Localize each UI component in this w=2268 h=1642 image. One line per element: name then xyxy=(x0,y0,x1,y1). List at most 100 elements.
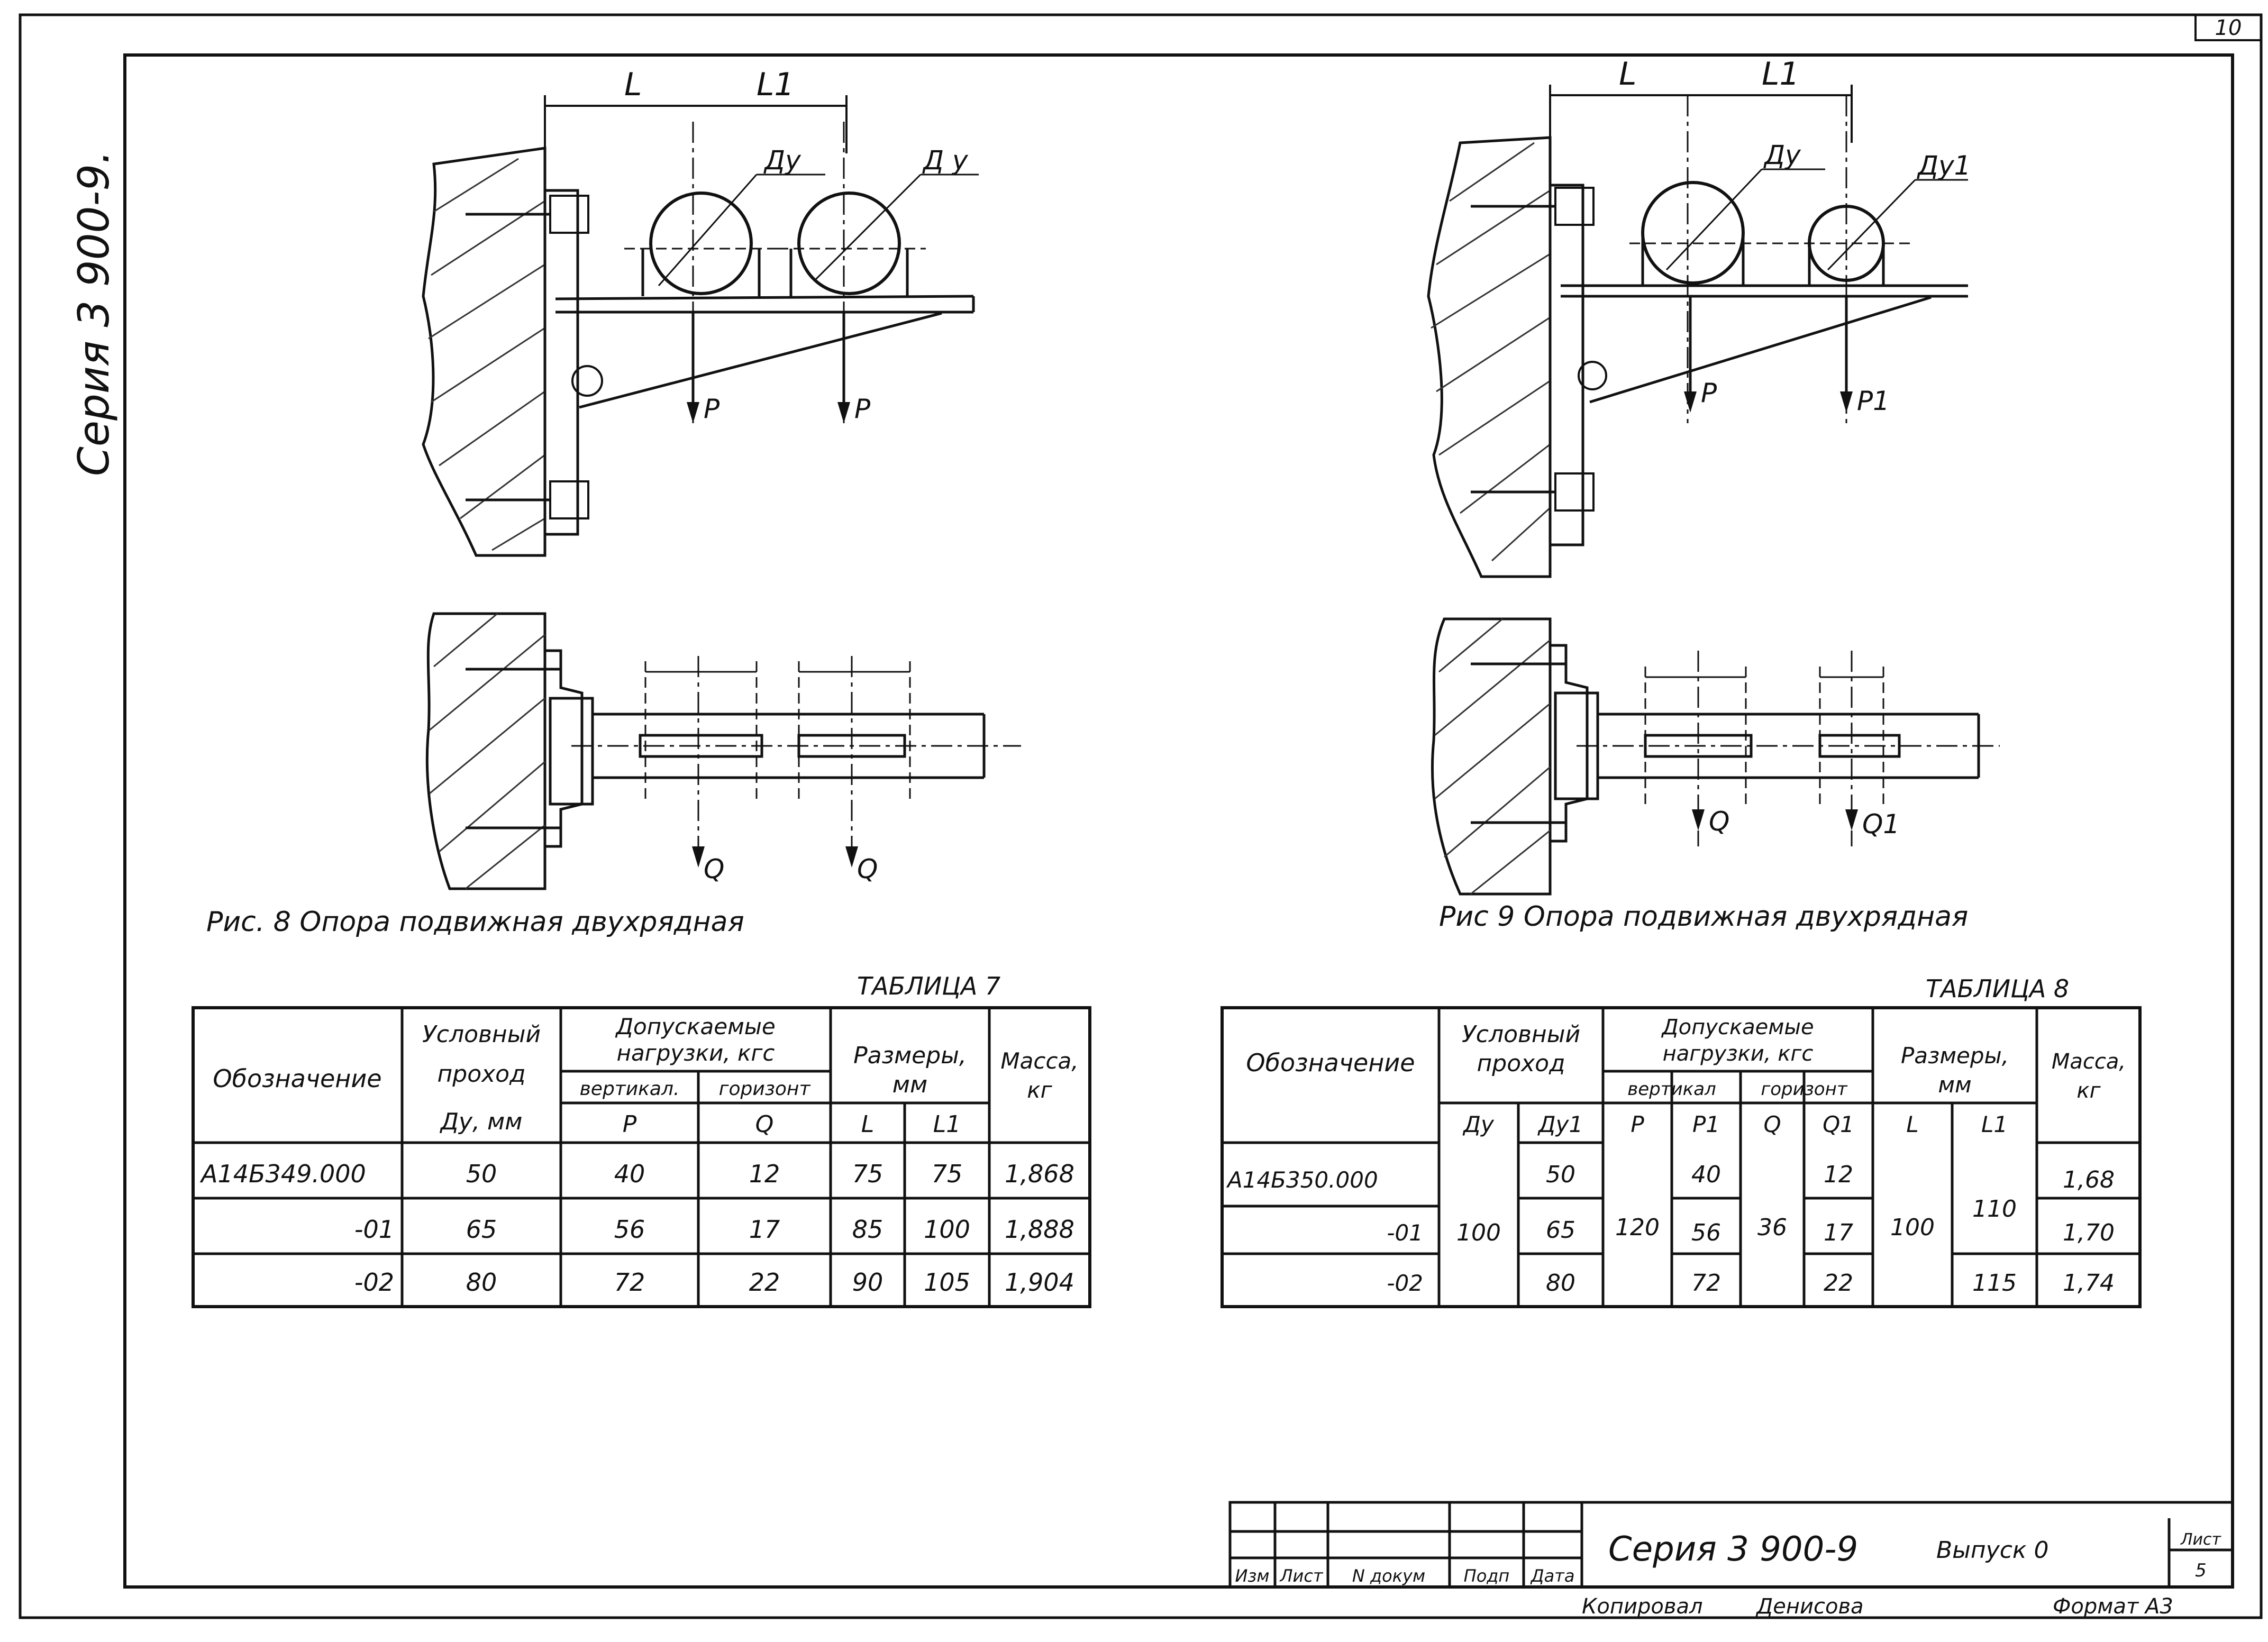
table8-cell-p1: 40 xyxy=(1691,1161,1721,1188)
table8-h-q: Q xyxy=(1763,1111,1781,1137)
table8-cell-mass: 1,70 xyxy=(2063,1219,2115,1246)
table7-h-sizes-1: Размеры, xyxy=(853,1042,967,1069)
table7-cell-p: 40 xyxy=(614,1160,645,1188)
titleblock-copied: Копировал xyxy=(1582,1594,1703,1619)
table7-h-sizes-2: мм xyxy=(892,1071,927,1098)
fig8-dim-l: L xyxy=(624,66,642,103)
table7-cell-q: 22 xyxy=(749,1268,780,1297)
table8-h-sizes-2: мм xyxy=(1938,1072,1971,1098)
table7-cell-p: 56 xyxy=(614,1215,645,1244)
fig9-wall-plan: Q Q1 xyxy=(1431,617,2000,896)
table7-h-mass-2: кг xyxy=(1027,1077,1052,1103)
table7-row: А14Б349.000 50 40 12 75 75 1,868 xyxy=(199,1160,1074,1188)
figure-8: L L1 Ду Д у P P xyxy=(206,66,1021,938)
table7-h-mass-1: Масса, xyxy=(1000,1048,1078,1074)
table8-row: -02 80 72 22 115 1,74 xyxy=(1387,1270,2115,1297)
table8-h-cond-pass-1: Условный xyxy=(1462,1021,1580,1048)
table7-h-l: L xyxy=(861,1111,875,1138)
fig8-force-q-a: Q xyxy=(704,854,724,884)
table7-cell-designation: -02 xyxy=(354,1268,394,1297)
titleblock-col-izm: Изм xyxy=(1235,1566,1269,1586)
table8-cell-p1: 56 xyxy=(1691,1219,1721,1246)
table7-h-designation: Обозначение xyxy=(213,1064,381,1093)
title-block: Изм Лист N докум Подп Дата Серия 3 900-9… xyxy=(1228,1501,2234,1619)
table7-h-l1: L1 xyxy=(933,1111,961,1138)
fig9-caption: Рис 9 Опора подвижная двухрядная xyxy=(1439,901,1968,933)
fig8-caption: Рис. 8 Опора подвижная двухрядная xyxy=(206,906,744,938)
table8-cell-du1: 50 xyxy=(1546,1161,1575,1188)
table8-row: -01 65 56 17 1,70 xyxy=(1387,1217,2115,1246)
table8-h-q1: Q1 xyxy=(1823,1111,1854,1137)
table8-h-l1: L1 xyxy=(1981,1111,2008,1137)
table7-row: -01 65 56 17 85 100 1,888 xyxy=(354,1215,1074,1244)
table8-h-du1: Ду1 xyxy=(1537,1111,1583,1137)
titleblock-sheet-no: 5 xyxy=(2195,1560,2207,1581)
titleblock-col-ndoc: N докум xyxy=(1352,1566,1425,1586)
table8-cell-mass: 1,68 xyxy=(2063,1166,2115,1193)
table8-cell-q-merged: 36 xyxy=(1757,1214,1787,1241)
fig9-dim-l: L xyxy=(1619,56,1636,93)
table8-h-p1: P1 xyxy=(1692,1111,1720,1137)
fig9-du1: Ду1 xyxy=(1917,150,1971,181)
titleblock-format: Формат А3 xyxy=(2053,1594,2173,1619)
titleblock-name: Денисова xyxy=(1755,1594,1864,1619)
table8-h-mass-2: кг xyxy=(2076,1079,2101,1103)
series-vertical-label: Серия 3 900-9. xyxy=(69,150,119,476)
table8-cell-du1: 80 xyxy=(1546,1270,1575,1297)
table8-h-loads-2: нагрузки, кгс xyxy=(1663,1042,1814,1066)
table8-cell-designation: -02 xyxy=(1387,1270,1423,1296)
fig8-force-q-b: Q xyxy=(857,854,878,884)
table8-cell-designation: -01 xyxy=(1387,1220,1423,1246)
fig9-force-q1: Q1 xyxy=(1862,809,1900,840)
page-number: 10 xyxy=(2215,16,2242,40)
table7-cell-l1: 75 xyxy=(932,1160,963,1188)
table8-cell-p1: 72 xyxy=(1691,1270,1721,1297)
titleblock-col-list: Лист xyxy=(1279,1566,1323,1586)
table-8: ТАБЛИЦА 8 xyxy=(1220,974,2142,1308)
table8-cell-q1: 17 xyxy=(1824,1219,1853,1246)
fig9-du: Ду xyxy=(1763,140,1801,170)
table8-h-loads-1: Допускаемые xyxy=(1661,1015,1814,1039)
table8-cell-q1: 12 xyxy=(1824,1161,1853,1188)
table7-title: ТАБЛИЦА 7 xyxy=(857,972,1000,1000)
table8-h-vert: вертикал xyxy=(1627,1079,1716,1100)
table8-cell-du-merged: 100 xyxy=(1456,1219,1501,1246)
table7-h-loads-1: Допускаемые xyxy=(615,1014,776,1039)
table8-title: ТАБЛИЦА 8 xyxy=(1926,974,2069,1003)
table8-cell-l1: 115 xyxy=(1972,1270,2017,1297)
table8-h-sizes-1: Размеры, xyxy=(1901,1043,2009,1069)
titleblock-issue: Выпуск 0 xyxy=(1936,1537,2048,1564)
table8-h-p: P xyxy=(1631,1111,1644,1137)
table8-h-mass-1: Масса, xyxy=(2052,1050,2126,1074)
table7-h-vert: вертикал. xyxy=(580,1078,680,1100)
table8-row: А14Б350.000 50 40 12 1,68 xyxy=(1226,1161,2115,1193)
table7-h-loads-2: нагрузки, кгс xyxy=(616,1040,775,1066)
sheet-frame: 10 xyxy=(19,13,2263,1619)
table7-cell-p: 72 xyxy=(614,1268,645,1297)
fig9-force-q: Q xyxy=(1709,806,1729,837)
table8-cell-mass: 1,74 xyxy=(2063,1270,2115,1297)
table7-h-horiz: горизонт xyxy=(719,1078,811,1100)
table8-cell-designation: А14Б350.000 xyxy=(1226,1167,1378,1193)
table8-h-l: L xyxy=(1906,1111,1918,1137)
table8-h-horiz: горизонт xyxy=(1761,1079,1847,1100)
fig8-wall-elevation: L L1 Ду Д у P P xyxy=(422,66,979,557)
table8-cell-p-merged: 120 xyxy=(1615,1214,1660,1241)
table8-cell-q1: 22 xyxy=(1824,1270,1853,1297)
table7-cell-du: 65 xyxy=(466,1215,497,1244)
fig8-du-a: Ду xyxy=(763,145,801,176)
table7-row: -02 80 72 22 90 105 1,904 xyxy=(354,1268,1074,1297)
fig9-force-p: P xyxy=(1701,378,1717,408)
fig8-force-p-b: P xyxy=(854,394,871,424)
table-7: ТАБЛИЦА 7 Обозначение Условный проход Ду… xyxy=(192,972,1091,1308)
table7-h-cond-pass-3: Ду, мм xyxy=(440,1108,523,1135)
fig8-wall-plan: Q Q xyxy=(425,612,1021,890)
titleblock-sheet-label: Лист xyxy=(2180,1530,2222,1549)
fig8-dim-l1: L1 xyxy=(757,66,795,103)
table8-h-designation: Обозначение xyxy=(1246,1048,1415,1077)
table7-h-cond-pass-2: проход xyxy=(438,1061,526,1088)
table8-h-du: Ду xyxy=(1462,1111,1495,1137)
titleblock-col-podp: Подп xyxy=(1464,1566,1510,1586)
fig8-du-b: Д у xyxy=(922,145,969,176)
